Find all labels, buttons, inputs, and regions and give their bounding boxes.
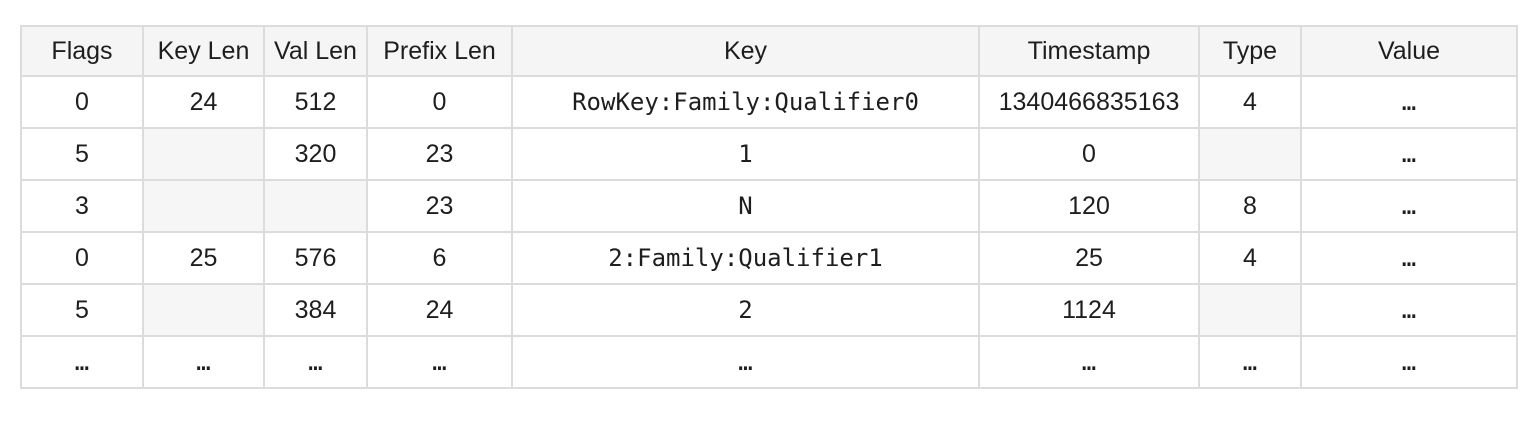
cell-key: RowKey:Family:Qualifier0 (511, 75, 980, 129)
cell-type: 4 (1198, 231, 1302, 285)
cell-type (1198, 283, 1302, 337)
cell-value: … (1300, 179, 1518, 233)
cell-timestamp: 25 (978, 231, 1200, 285)
cell-key-len: 25 (142, 231, 265, 285)
column-header-timestamp: Timestamp (978, 25, 1200, 77)
column-header-flags: Flags (20, 25, 144, 77)
cell-type: 4 (1198, 75, 1302, 129)
column-header-key: Key (511, 25, 980, 77)
column-header-value: Value (1300, 25, 1518, 77)
cell-val-len: 384 (263, 283, 368, 337)
cell-flags: 0 (20, 75, 144, 129)
column-header-val-len: Val Len (263, 25, 368, 77)
cell-value: … (1300, 127, 1518, 181)
cell-type: … (1198, 335, 1302, 389)
cell-timestamp: 1124 (978, 283, 1200, 337)
cell-val-len: 320 (263, 127, 368, 181)
cell-prefix-len: 6 (366, 231, 513, 285)
cell-key: N (511, 179, 980, 233)
cell-flags: 5 (20, 283, 144, 337)
cell-val-len: … (263, 335, 368, 389)
cell-timestamp: 120 (978, 179, 1200, 233)
cell-flags: … (20, 335, 144, 389)
cell-key: 2:Family:Qualifier1 (511, 231, 980, 285)
column-header-key-len: Key Len (142, 25, 265, 77)
table-header: Flags Key Len Val Len Prefix Len Key Tim… (20, 25, 1518, 77)
cell-type: 8 (1198, 179, 1302, 233)
keyvalue-table: Flags Key Len Val Len Prefix Len Key Tim… (20, 25, 1518, 389)
cell-key-len: 24 (142, 75, 265, 129)
cell-flags: 5 (20, 127, 144, 181)
cell-timestamp: 0 (978, 127, 1200, 181)
column-header-type: Type (1198, 25, 1302, 77)
column-header-prefix-len: Prefix Len (366, 25, 513, 77)
cell-key-len (142, 283, 265, 337)
cell-prefix-len: 0 (366, 75, 513, 129)
cell-key: … (511, 335, 980, 389)
cell-timestamp: … (978, 335, 1200, 389)
keyvalue-encoding-figure: Flags Key Len Val Len Prefix Len Key Tim… (20, 25, 1518, 389)
cell-key-len (142, 127, 265, 181)
cell-timestamp: 1340466835163 (978, 75, 1200, 129)
cell-val-len: 576 (263, 231, 368, 285)
cell-prefix-len: 23 (366, 127, 513, 181)
cell-val-len: 512 (263, 75, 368, 129)
cell-type (1198, 127, 1302, 181)
cell-key: 2 (511, 283, 980, 337)
cell-value: … (1300, 283, 1518, 337)
cell-value: … (1300, 75, 1518, 129)
cell-val-len (263, 179, 368, 233)
table-row: …………………… (20, 335, 1518, 389)
cell-prefix-len: … (366, 335, 513, 389)
cell-value: … (1300, 231, 1518, 285)
header-row: Flags Key Len Val Len Prefix Len Key Tim… (20, 25, 1518, 77)
cell-flags: 0 (20, 231, 144, 285)
cell-key: 1 (511, 127, 980, 181)
cell-key-len (142, 179, 265, 233)
cell-prefix-len: 23 (366, 179, 513, 233)
cell-flags: 3 (20, 179, 144, 233)
cell-prefix-len: 24 (366, 283, 513, 337)
cell-value: … (1300, 335, 1518, 389)
cell-key-len: … (142, 335, 265, 389)
